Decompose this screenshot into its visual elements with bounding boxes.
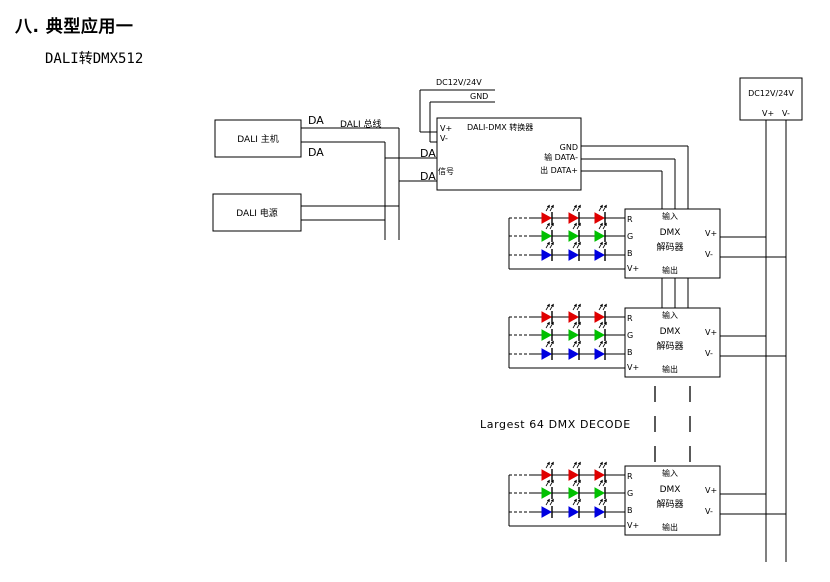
decoder-port-label: B (627, 348, 633, 357)
converter-title: DALI-DMX 转换器 (467, 122, 533, 132)
master-da1-label: DA (308, 114, 324, 127)
psu-vplus: V+ (762, 109, 774, 118)
decoder-dmx-label: DMX (660, 327, 681, 337)
converter-signal-label: 信号 (438, 166, 454, 176)
decoder-box (624, 465, 721, 536)
decoder-psu: DC12V/24V V+ V- (739, 77, 803, 121)
decoder-vminus-label: V- (705, 507, 713, 516)
decoder-port-label: R (627, 314, 633, 323)
psu-rails (765, 120, 787, 562)
converter-vminus-label: V- (440, 134, 448, 143)
decoder-units: 输入DMX解码器输出V+V-RGBV+输入DMX解码器输出V+V-RGBV+输入… (508, 204, 786, 536)
dali-bus-wires (301, 127, 438, 240)
decoder-name-label: 解码器 (656, 498, 683, 510)
decoder-name-label: 解码器 (656, 340, 683, 352)
dali-master-label: DALI 主机 (237, 133, 278, 145)
led-diode (594, 222, 607, 242)
led-diode (541, 222, 554, 242)
dmx-output-wires (581, 145, 689, 209)
decoder-dmx-label: DMX (660, 228, 681, 238)
dmx-chain-wires (661, 278, 689, 308)
decoder-box (624, 208, 721, 279)
psu-vminus: V- (782, 109, 790, 118)
led-diode (541, 461, 554, 481)
dali-bus-label: DALI 总线 (340, 118, 381, 130)
decoder-vminus-label: V- (705, 250, 713, 259)
decoder-box (624, 307, 721, 378)
converter-data-minus: 输 DATA- (544, 152, 578, 162)
led-diode (541, 241, 554, 261)
decoder-output-label: 输出 (662, 522, 678, 532)
led-diode (594, 204, 607, 224)
led-diode (541, 204, 554, 224)
led-diode (568, 498, 581, 518)
decoder-input-label: 输入 (662, 211, 678, 221)
page-subtitle: DALI转DMX512 (45, 51, 144, 67)
decoder-input-label: 输入 (662, 468, 678, 478)
led-diode (568, 303, 581, 323)
decoder-port-label: B (627, 249, 633, 258)
led-diode (568, 204, 581, 224)
decoder-vminus-label: V- (705, 349, 713, 358)
decoder-port-label: R (627, 472, 633, 481)
decoder-port-label: V+ (627, 521, 639, 530)
converter-power-wires (419, 89, 495, 143)
led-diode (541, 303, 554, 323)
led-diode (568, 340, 581, 360)
led-diode (541, 498, 554, 518)
led-diode (594, 303, 607, 323)
decoder-dmx-label: DMX (660, 485, 681, 495)
led-diode (541, 479, 554, 499)
led-diode (594, 461, 607, 481)
decoder-port-label: G (627, 232, 633, 241)
led-diode (568, 479, 581, 499)
decoder-port-label: G (627, 331, 633, 340)
led-diode (594, 241, 607, 261)
decoder-port-label: V+ (627, 363, 639, 372)
led-diode (568, 321, 581, 341)
page-title: 八. 典型应用一 (15, 17, 134, 37)
decoder-vplus-label: V+ (705, 328, 717, 337)
decoder-vplus-label: V+ (705, 486, 717, 495)
converter-data-plus: 出 DATA+ (540, 165, 578, 175)
led-diode (594, 479, 607, 499)
master-da2-label: DA (308, 146, 324, 159)
converter-power-label: DC12V/24V (436, 78, 482, 87)
led-diode (541, 340, 554, 360)
dali-master: DALI 主机 (214, 119, 302, 158)
decoder-output-label: 输出 (662, 265, 678, 275)
led-diode (594, 498, 607, 518)
decoder-output-label: 输出 (662, 364, 678, 374)
converter-da1-label: DA (420, 147, 436, 160)
decoder-vplus-label: V+ (705, 229, 717, 238)
converter-gnd-label: GND (470, 92, 488, 101)
led-diode (568, 241, 581, 261)
decoder-input-label: 输入 (662, 310, 678, 320)
dmx-chain-dashes (654, 386, 691, 462)
decoder-port-label: V+ (627, 264, 639, 273)
decoder-name-label: 解码器 (656, 241, 683, 253)
dali-power: DALI 电源 (212, 193, 302, 232)
converter-gnd-out: GND (560, 143, 578, 152)
led-diode (594, 340, 607, 360)
decoder-port-label: R (627, 215, 633, 224)
dali-power-label: DALI 电源 (236, 207, 277, 219)
led-diode (541, 321, 554, 341)
led-diode (568, 222, 581, 242)
dali-dmx-converter: DALI-DMX 转换器 V+ V- 信号 GND 输 DATA- 出 DATA… (436, 117, 582, 191)
converter-da2-label: DA (420, 170, 436, 183)
decoder-port-label: B (627, 506, 633, 515)
led-diode (568, 461, 581, 481)
led-diode (594, 321, 607, 341)
psu-label: DC12V/24V (748, 89, 794, 98)
max-decoders-note: Largest 64 DMX DECODE (480, 418, 631, 431)
decoder-port-label: G (627, 489, 633, 498)
converter-vplus-label: V+ (440, 124, 452, 133)
